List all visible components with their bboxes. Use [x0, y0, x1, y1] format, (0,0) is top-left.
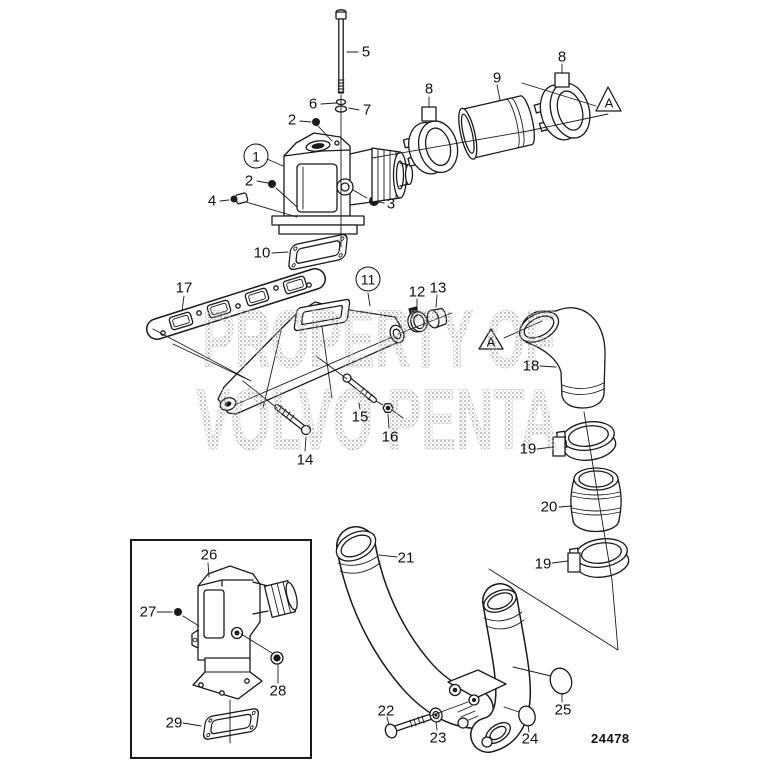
leader-lines [152, 51, 619, 744]
cap-part25 [549, 667, 573, 695]
manifold-gasket-part17 [146, 268, 326, 340]
exhaust-hose-part9 [458, 95, 535, 160]
watermark-line1: PROPERTY OF [202, 294, 555, 385]
gasket-part29 [202, 708, 260, 740]
exhaust-hose-part20 [570, 467, 622, 533]
figure-number: 24478 [591, 731, 630, 746]
view-marker-a-top-triangle [595, 86, 622, 112]
view-marker-a-middle-triangle [478, 328, 504, 350]
drain-fitting-part4 [230, 192, 249, 205]
bolt-part22 [384, 713, 434, 739]
exhaust-elbow-part18 [518, 307, 606, 409]
gasket-part10 [288, 233, 348, 271]
exhaust-housing-part1 [271, 132, 414, 235]
exhaust-pipe-part21 [335, 526, 532, 753]
alt-housing-part26 [191, 565, 298, 700]
watermark-line2: VOLVO PENTA [196, 372, 558, 468]
cap-part24 [518, 705, 536, 727]
sleeve-part13 [426, 307, 448, 329]
washer-part23 [429, 707, 443, 723]
plug-part27 [174, 608, 182, 616]
stud-part15 [342, 373, 377, 403]
hose-clamp-part8-right [533, 82, 591, 141]
plug-part2-top [312, 118, 320, 126]
plug-part28 [270, 651, 284, 665]
exhaust-manifold-part11 [217, 298, 405, 415]
stud-part14 [274, 404, 312, 436]
inset-alternate-assembly [130, 539, 312, 759]
plug-part2-side [268, 180, 276, 188]
long-bolt-part5 [335, 9, 347, 94]
nut-part16 [382, 403, 394, 413]
clamp-part12 [407, 306, 428, 333]
watermark: PROPERTY OF VOLVO PENTA [196, 294, 559, 469]
